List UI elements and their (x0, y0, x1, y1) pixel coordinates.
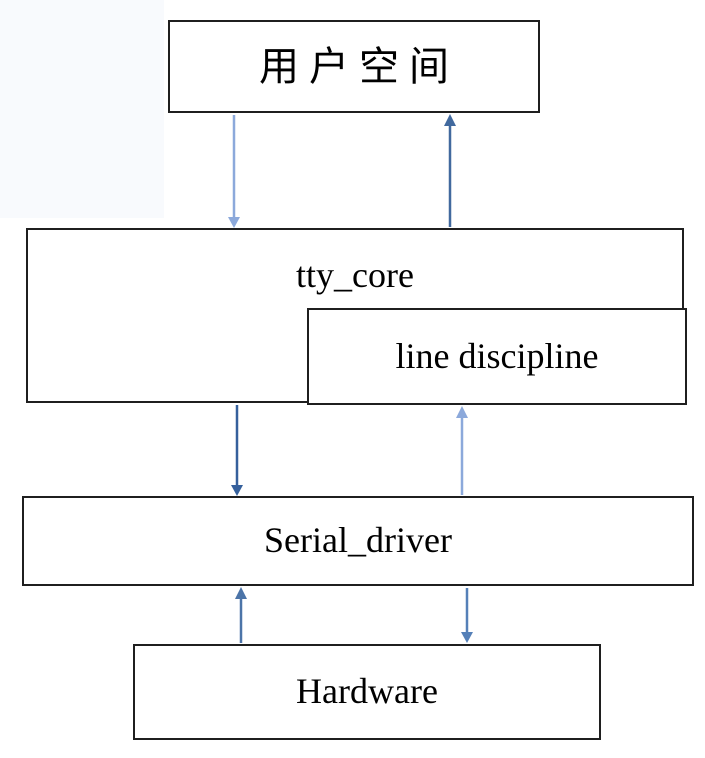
arrow-user-space-to-tty-core-icon (228, 115, 240, 228)
node-user-space: 用户空间 (168, 20, 540, 113)
node-serial-driver: Serial_driver (22, 496, 694, 586)
node-hardware: Hardware (133, 644, 601, 740)
arrow-tty-core-to-serial-driver-icon (231, 405, 243, 496)
arrow-serial-driver-to-hardware-icon (461, 588, 473, 643)
node-tty-core-label: tty_core (296, 255, 414, 295)
node-hardware-label: Hardware (296, 671, 438, 712)
node-line-discipline: line discipline (307, 308, 687, 405)
arrow-tty-core-to-user-space-icon (444, 114, 456, 227)
node-serial-driver-label: Serial_driver (264, 520, 452, 561)
top-left-tint-region (0, 0, 164, 218)
arrow-serial-driver-to-line-discipline-icon (456, 406, 468, 495)
node-line-discipline-label: line discipline (395, 335, 599, 376)
arrow-hardware-to-serial-driver-icon (235, 587, 247, 643)
node-user-space-label: 用户空间 (259, 43, 459, 89)
